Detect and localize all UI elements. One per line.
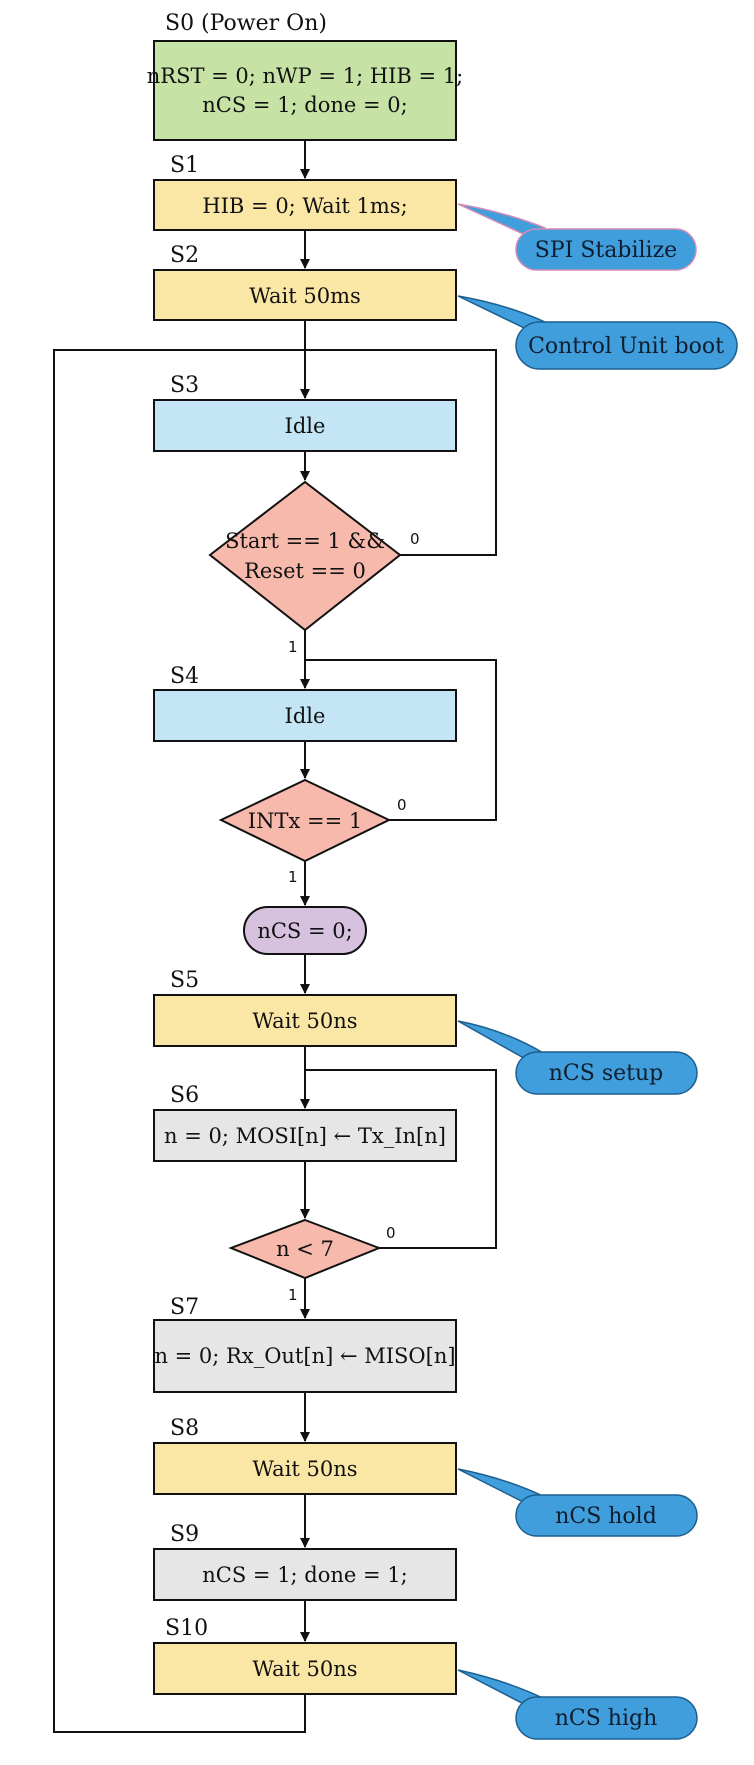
loop-d3-no: [305, 1069, 497, 1249]
s6-text: n = 0; MOSI[n] ← Tx_In[n]: [164, 1124, 446, 1148]
s2-text: Wait 50ms: [249, 284, 361, 308]
connectors: [53, 140, 497, 1733]
callout-spi-stabilize: SPI Stabilize: [457, 203, 697, 271]
d1-yes-label: 1: [288, 638, 298, 656]
s9-text: nCS = 1; done = 1;: [202, 1563, 407, 1587]
loop-d2-no: [305, 659, 497, 821]
terminal-ncs-low: [243, 906, 367, 955]
decision-n-lt-7: [228, 1218, 382, 1280]
s9-label: S9: [170, 1522, 199, 1547]
s9-box: [153, 1548, 457, 1601]
d1-no-label: 0: [410, 530, 420, 548]
s10-box: [153, 1642, 457, 1695]
callout-text: nCS high: [555, 1706, 658, 1731]
s1-box: [153, 179, 457, 231]
s8-label: S8: [170, 1416, 199, 1441]
callout-ncs-hold: nCS hold: [457, 1468, 698, 1537]
s3-box: [153, 399, 457, 452]
s0-text-line2: nCS = 1; done = 0;: [202, 93, 407, 117]
d2-no-label: 0: [397, 796, 407, 814]
s0-text-line1: nRST = 0; nWP = 1; HIB = 1;: [147, 64, 464, 88]
s5-box: [153, 994, 457, 1047]
d3-yes-label: 1: [288, 1286, 298, 1304]
s2-label: S2: [170, 243, 199, 268]
callout-ncs-setup: nCS setup: [457, 1020, 698, 1095]
s8-text: Wait 50ns: [252, 1457, 357, 1481]
d2-text: INTx == 1: [248, 809, 362, 833]
d3-no-label: 0: [386, 1224, 396, 1242]
s7-text: n = 0; Rx_Out[n] ← MISO[n]: [154, 1344, 455, 1368]
s1-label: S1: [170, 153, 199, 178]
callout-text: Control Unit boot: [528, 334, 724, 359]
s4-label: S4: [170, 664, 199, 689]
loop-s10-s3: [53, 349, 306, 1733]
callout-ncs-high: nCS high: [457, 1669, 698, 1740]
s5-text: Wait 50ns: [252, 1009, 357, 1033]
loop-d1-no: [305, 349, 497, 556]
callout-text: SPI Stabilize: [535, 238, 677, 263]
terminal-text: nCS = 0;: [257, 919, 352, 943]
d1-text-line2: Reset == 0: [244, 559, 366, 583]
s6-box: [153, 1109, 457, 1162]
callout-text: nCS setup: [549, 1061, 663, 1086]
s2-box: [153, 269, 457, 321]
s3-label: S3: [170, 373, 199, 398]
s4-text: Idle: [285, 704, 326, 728]
s8-box: [153, 1442, 457, 1495]
s5-label: S5: [170, 968, 199, 993]
s10-label: S10: [165, 1616, 208, 1641]
callout-text: nCS hold: [555, 1504, 657, 1529]
s7-label: S7: [170, 1295, 199, 1320]
d3-text: n < 7: [276, 1237, 334, 1261]
s10-text: Wait 50ns: [252, 1657, 357, 1681]
s6-label: S6: [170, 1083, 199, 1108]
s4-box: [153, 689, 457, 742]
d1-text-line1: Start == 1 &&: [225, 529, 385, 553]
d2-yes-label: 1: [288, 868, 298, 886]
decision-start-reset: [208, 480, 402, 632]
decision-intx: [218, 778, 392, 863]
s0-box: [153, 40, 457, 141]
s3-text: Idle: [285, 414, 326, 438]
s7-box: [153, 1319, 457, 1393]
s0-label: S0 (Power On): [165, 11, 327, 36]
s1-text: HIB = 0; Wait 1ms;: [202, 194, 407, 218]
callout-control-unit-boot: Control Unit boot: [457, 295, 738, 370]
